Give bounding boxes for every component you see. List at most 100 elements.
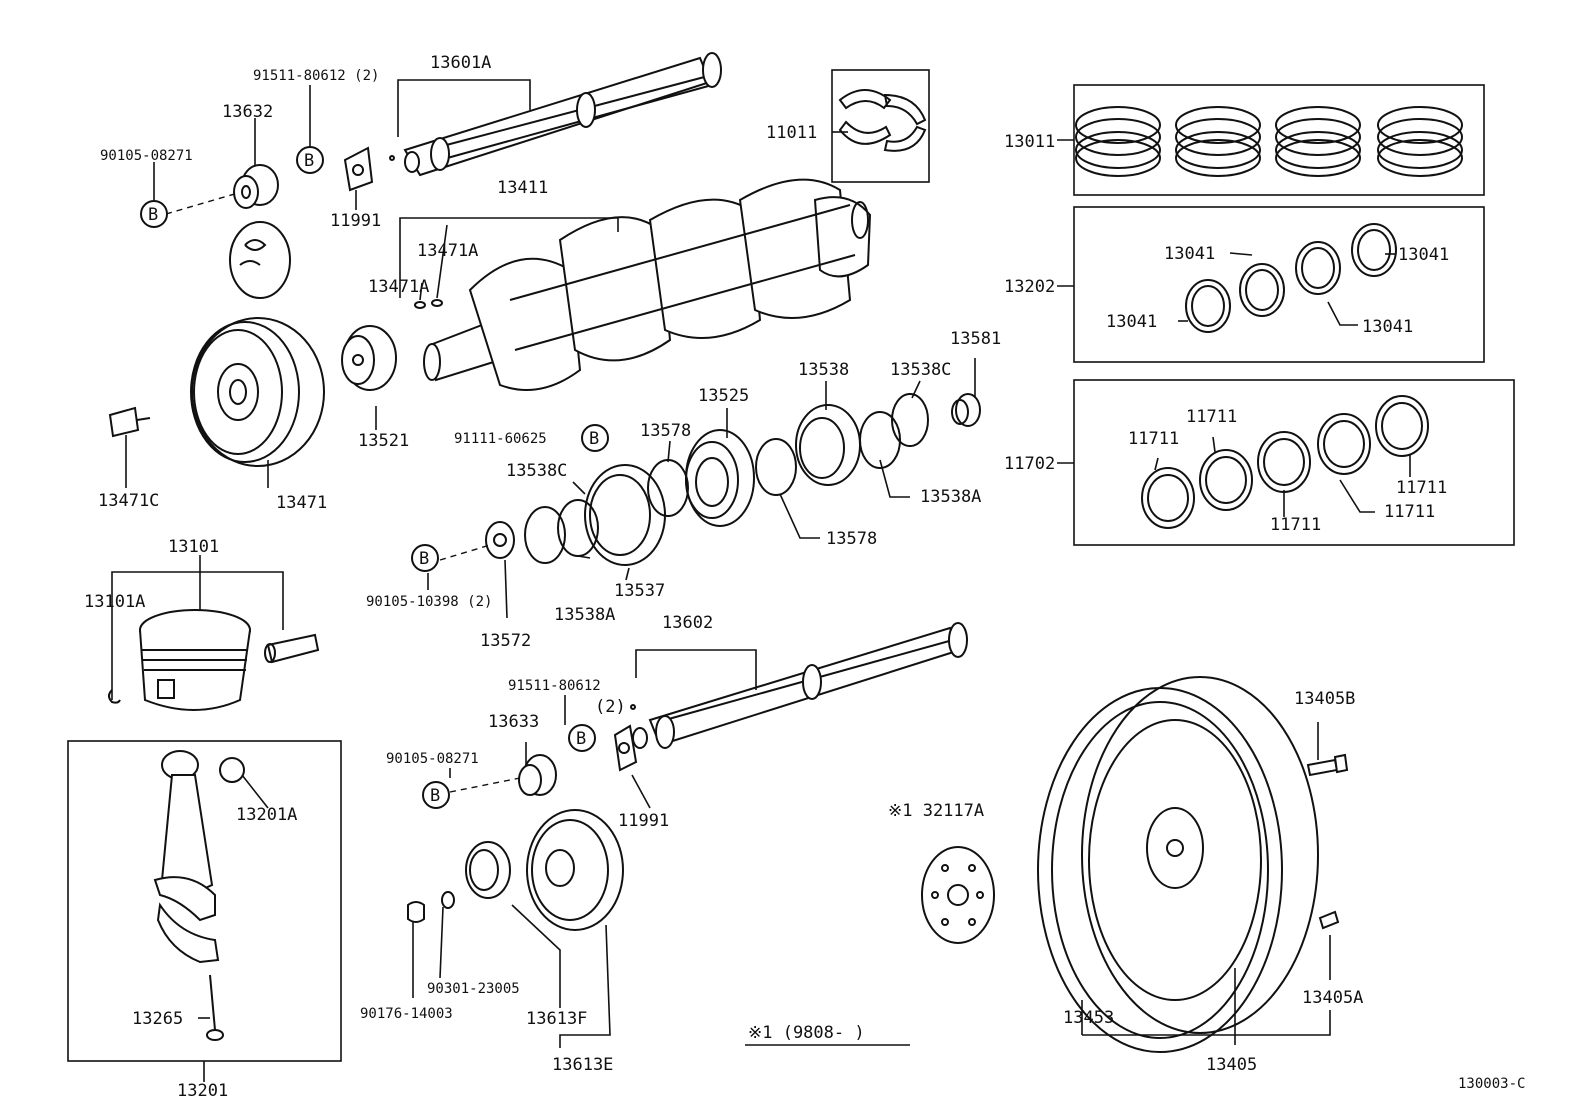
thrust-plate-13538 xyxy=(795,404,861,486)
label-13538A-b: 13538A xyxy=(554,605,615,625)
thrust-plate-13537 xyxy=(584,464,666,566)
thrust-washers xyxy=(838,89,927,152)
footnote-serial-range: ※1 (9808- ) xyxy=(748,1023,865,1043)
label-13538C-a: 13538C xyxy=(890,360,951,380)
dowel-pin xyxy=(1318,910,1340,930)
label-11711-c: 11711 xyxy=(1396,478,1447,498)
label-32117A: ※1 32117A xyxy=(888,801,984,821)
label-13538A-a: 13538A xyxy=(920,487,981,507)
timing-pulley-13613E xyxy=(526,809,624,931)
label-13471C: 13471C xyxy=(98,491,159,511)
label-90105-08271-b: 90105-08271 xyxy=(386,751,479,767)
svg-text:B: B xyxy=(589,429,599,449)
plate-11991-upper xyxy=(343,146,374,192)
main-bearing-shells xyxy=(1141,395,1429,529)
connecting-rod xyxy=(153,750,224,1041)
balance-shaft-upper xyxy=(389,52,722,177)
crankshaft xyxy=(423,178,872,391)
label-13202: 13202 xyxy=(1004,277,1055,297)
label-paren-2: (2) xyxy=(595,697,626,717)
label-11702: 11702 xyxy=(1004,454,1055,474)
label-13201: 13201 xyxy=(177,1081,228,1099)
crankshaft-pulley xyxy=(190,317,325,467)
label-11711-a: 11711 xyxy=(1186,407,1237,427)
box-conrod-bearings xyxy=(1073,206,1485,363)
label-13101: 13101 xyxy=(168,537,219,557)
label-13632: 13632 xyxy=(222,102,273,122)
label-11991-b: 11991 xyxy=(618,811,669,831)
label-90105-10398: 90105-10398 (2) xyxy=(366,594,492,610)
label-13201A: 13201A xyxy=(236,805,297,825)
label-11991-a: 11991 xyxy=(330,211,381,231)
box-thrust-washers xyxy=(831,69,930,183)
flywheel-bolt xyxy=(1306,753,1349,777)
balance-shaft-gear-teeth xyxy=(229,221,291,299)
label-13041-c: 13041 xyxy=(1106,312,1157,332)
label-13471A-a: 13471A xyxy=(417,241,478,261)
piston-pin xyxy=(264,633,320,664)
label-13538: 13538 xyxy=(798,360,849,380)
label-13405B: 13405B xyxy=(1294,689,1355,709)
label-13265: 13265 xyxy=(132,1009,183,1029)
woodruff-keys xyxy=(414,299,443,309)
svg-text:B: B xyxy=(148,205,158,225)
label-13453: 13453 xyxy=(1063,1008,1114,1028)
label-13525: 13525 xyxy=(698,386,749,406)
svg-text:B: B xyxy=(419,549,429,569)
label-13581: 13581 xyxy=(950,329,1001,349)
label-13572: 13572 xyxy=(480,631,531,651)
label-13411: 13411 xyxy=(497,178,548,198)
balance-shaft-gear-13633 xyxy=(518,754,557,796)
label-11711-d: 11711 xyxy=(1270,515,1321,535)
label-11711-e: 11711 xyxy=(1384,502,1435,522)
bushing-13581 xyxy=(951,393,981,427)
callout-b-5: B xyxy=(568,724,596,752)
conrod-bearing-shells xyxy=(1185,223,1397,333)
label-13405A: 13405A xyxy=(1302,988,1363,1008)
piston-pin-clip xyxy=(108,689,121,704)
crankshaft-timing-gear-13521 xyxy=(341,325,397,391)
callout-b-4: B xyxy=(411,544,439,572)
idler-gear-13525 xyxy=(685,429,755,527)
svg-text:B: B xyxy=(304,151,314,171)
label-13101A: 13101A xyxy=(84,592,145,612)
label-13538C-b: 13538C xyxy=(506,461,567,481)
callout-b-2: B xyxy=(296,146,324,174)
balance-shaft-lower xyxy=(630,622,968,749)
oil-seal-13613F xyxy=(465,841,511,899)
label-91511-80612: 91511-80612 xyxy=(508,678,601,694)
spacer-plate-32117A xyxy=(921,846,995,944)
label-13041-d: 13041 xyxy=(1362,317,1413,337)
pulley-bolt xyxy=(108,406,151,438)
label-13405: 13405 xyxy=(1206,1055,1257,1075)
label-11711-b: 11711 xyxy=(1128,429,1179,449)
label-13011: 13011 xyxy=(1004,132,1055,152)
balance-shaft-drive-gear-13632 xyxy=(233,164,279,209)
dashed-leaders xyxy=(165,192,521,793)
diagram-reference-code: 130003-C xyxy=(1458,1076,1525,1092)
plug-90176 xyxy=(407,901,425,923)
label-11011: 11011 xyxy=(766,123,817,143)
washer-13572 xyxy=(485,521,515,559)
piston-ring-sets xyxy=(1075,106,1463,177)
piston xyxy=(139,609,251,711)
flywheel xyxy=(1037,676,1319,1053)
leader-lines xyxy=(111,79,1411,1082)
label-13578-a: 13578 xyxy=(640,421,691,441)
svg-text:B: B xyxy=(430,786,440,806)
callout-b-1: B xyxy=(140,200,168,228)
label-90176-14003: 90176-14003 xyxy=(360,1006,453,1022)
label-91511-80612-2: 91511-80612 (2) xyxy=(253,68,379,84)
plate-11991-lower xyxy=(613,724,638,772)
callout-b-6: B xyxy=(422,781,450,809)
label-13471A-b: 13471A xyxy=(368,277,429,297)
label-13471: 13471 xyxy=(276,493,327,513)
callout-b-3: B xyxy=(581,424,609,452)
label-13633: 13633 xyxy=(488,712,539,732)
label-90105-08271-a: 90105-08271 xyxy=(100,148,193,164)
label-13578-b: 13578 xyxy=(826,529,877,549)
label-90301-23005: 90301-23005 xyxy=(427,981,520,997)
svg-text:B: B xyxy=(576,729,586,749)
label-13602: 13602 xyxy=(662,613,713,633)
